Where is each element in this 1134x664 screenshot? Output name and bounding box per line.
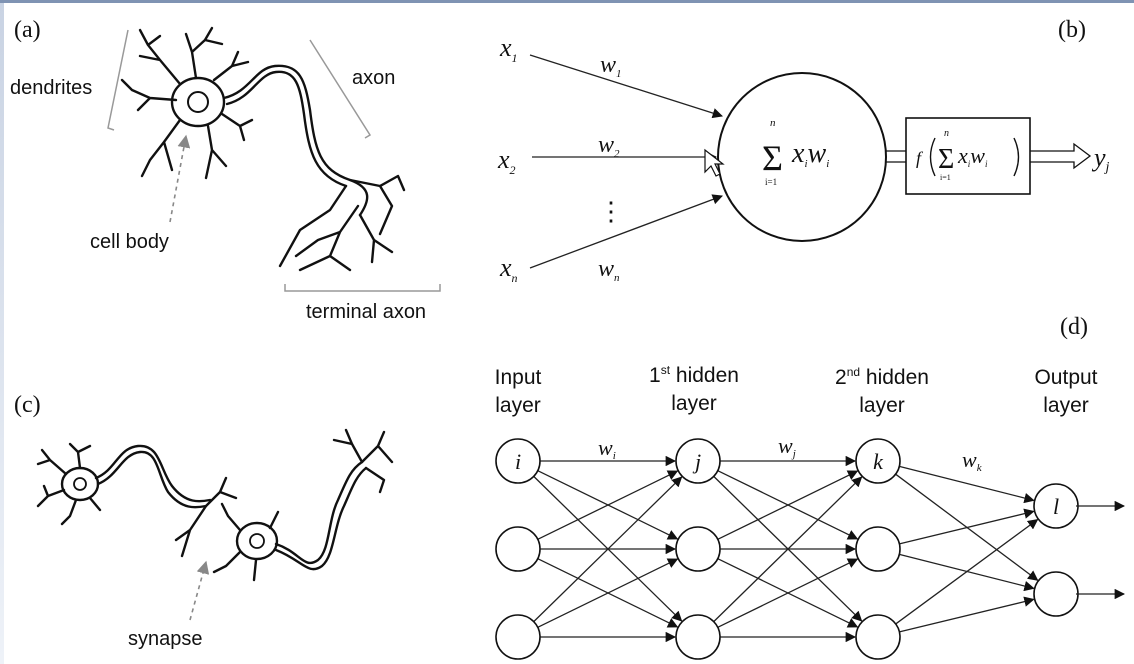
edge-hidden2-3-to-output-1 <box>895 519 1039 625</box>
node-label-input: i <box>515 449 521 474</box>
edge-hidden2-1-to-output-1 <box>899 465 1035 504</box>
weight-wk: wk <box>962 447 983 474</box>
panel-d-multilayer-network: (d) Input layer 1st hidden layer 2nd hid… <box>495 314 1126 660</box>
layer-title-input: Input <box>495 366 542 389</box>
svg-text:f: f <box>916 148 924 168</box>
weight-wj: wj <box>778 433 796 460</box>
panel-c-synapse: (c) synapse <box>14 392 394 650</box>
node-input-1 <box>495 438 541 484</box>
mouse-cursor-icon <box>704 148 725 177</box>
output-yj: yj <box>1091 143 1110 175</box>
node-label-hidden1: j <box>692 449 701 474</box>
input-x2-symbol: x <box>497 145 510 174</box>
svg-text:xiwi: xiwi <box>957 143 988 169</box>
node-hidden2-1 <box>855 438 901 484</box>
layer-subtitle-hidden-1: layer <box>671 392 717 415</box>
svg-text:xiwi: xiwi <box>791 138 829 170</box>
svg-text:Σ: Σ <box>938 144 954 175</box>
output-arrow <box>1030 142 1092 170</box>
node-label-output: l <box>1053 494 1059 519</box>
layer-subtitle-input: layer <box>495 394 541 417</box>
svg-text:n: n <box>770 117 776 129</box>
activation-box <box>905 117 1031 195</box>
node-output-2 <box>1033 571 1079 617</box>
panel-b-artificial-neuron: (b) x1 x2 xn w1 w2 wn ⋮ Σ n i=1 xiwi <box>497 17 1110 285</box>
svg-text:Σ: Σ <box>762 138 783 178</box>
terminal-axon-label: terminal axon <box>306 301 426 323</box>
input-x1: x1 <box>499 33 518 65</box>
node-hidden2-3 <box>855 614 901 660</box>
activation-formula: f Σ n i=1 xiwi <box>916 128 1020 182</box>
synapse-label: synapse <box>128 628 203 650</box>
edge-hidden2-3-to-output-2 <box>899 596 1035 633</box>
svg-text:i=1: i=1 <box>940 173 951 182</box>
weight-wi: wi <box>598 435 616 462</box>
node-hidden1-3 <box>675 614 721 660</box>
weight-w1: w1 <box>600 52 622 80</box>
arrow-xn <box>529 194 723 269</box>
panel-d-tag: (d) <box>1060 314 1088 340</box>
summation-formula: Σ n i=1 xiwi <box>762 117 829 187</box>
svg-text:x1: x1 <box>499 33 518 65</box>
summation-node <box>717 72 887 242</box>
edge-input-3-to-hidden1-2 <box>537 558 679 628</box>
cell-body-pointer <box>169 134 191 223</box>
cell-body-label: cell body <box>90 231 169 253</box>
node-hidden2-2 <box>855 526 901 572</box>
input-x2-subscript: 2 <box>510 163 516 177</box>
edge-hidden1-2-to-hidden2-1 <box>717 470 859 540</box>
layer-title-hidden-1: 1st hidden <box>649 363 739 387</box>
weight-wn: wn <box>598 256 620 284</box>
input-x1-subscript: 1 <box>512 51 518 65</box>
weight-w2: w2 <box>598 132 620 160</box>
layer-subtitle-output: layer <box>1043 394 1089 417</box>
node-label-hidden2: k <box>873 449 884 474</box>
dendrites-bracket <box>107 29 129 131</box>
svg-text:x2: x2 <box>497 145 516 177</box>
panel-b-tag: (b) <box>1058 17 1086 43</box>
svg-text:i=1: i=1 <box>765 177 777 187</box>
terminal-axon-bracket <box>284 284 441 292</box>
arrow-x1 <box>529 54 723 119</box>
edge-input-2-to-hidden1-1 <box>537 470 679 540</box>
svg-text:xn: xn <box>499 253 518 285</box>
neuron-drawing <box>120 26 406 272</box>
node-hidden1-1 <box>675 438 721 484</box>
two-neurons-drawing <box>36 428 394 582</box>
synapse-pointer <box>189 560 210 621</box>
input-xn: xn <box>499 253 518 285</box>
input-xn-symbol: x <box>499 253 512 282</box>
axon-bracket <box>309 39 372 139</box>
axon-label: axon <box>352 67 395 89</box>
node-input-3 <box>495 614 541 660</box>
input-xn-subscript: n <box>512 271 518 285</box>
layer-title-output: Output <box>1034 366 1097 389</box>
panel-a-tag: (a) <box>14 17 41 43</box>
input-x2: x2 <box>497 145 516 177</box>
network-nodes: i j k l <box>495 438 1079 660</box>
edge-hidden1-3-to-hidden2-2 <box>717 558 859 628</box>
node-hidden1-2 <box>675 526 721 572</box>
edge-input-3-to-hidden1-1 <box>533 476 683 623</box>
svg-text:n: n <box>944 128 949 139</box>
input-ellipsis: ⋮ <box>598 197 624 226</box>
panel-c-tag: (c) <box>14 392 41 418</box>
layer-subtitle-hidden-2: layer <box>859 394 905 417</box>
edge-hidden2-2-to-output-1 <box>899 508 1035 545</box>
dendrites-label: dendrites <box>10 77 92 99</box>
panel-a-biological-neuron: (a) dendrites axon cell body terminal ax… <box>10 17 441 323</box>
input-x1-symbol: x <box>499 33 512 62</box>
edge-hidden1-3-to-hidden2-1 <box>713 476 863 623</box>
network-connections <box>533 455 1039 643</box>
layer-title-hidden-2: 2nd hidden <box>835 365 929 389</box>
node-input-2 <box>495 526 541 572</box>
